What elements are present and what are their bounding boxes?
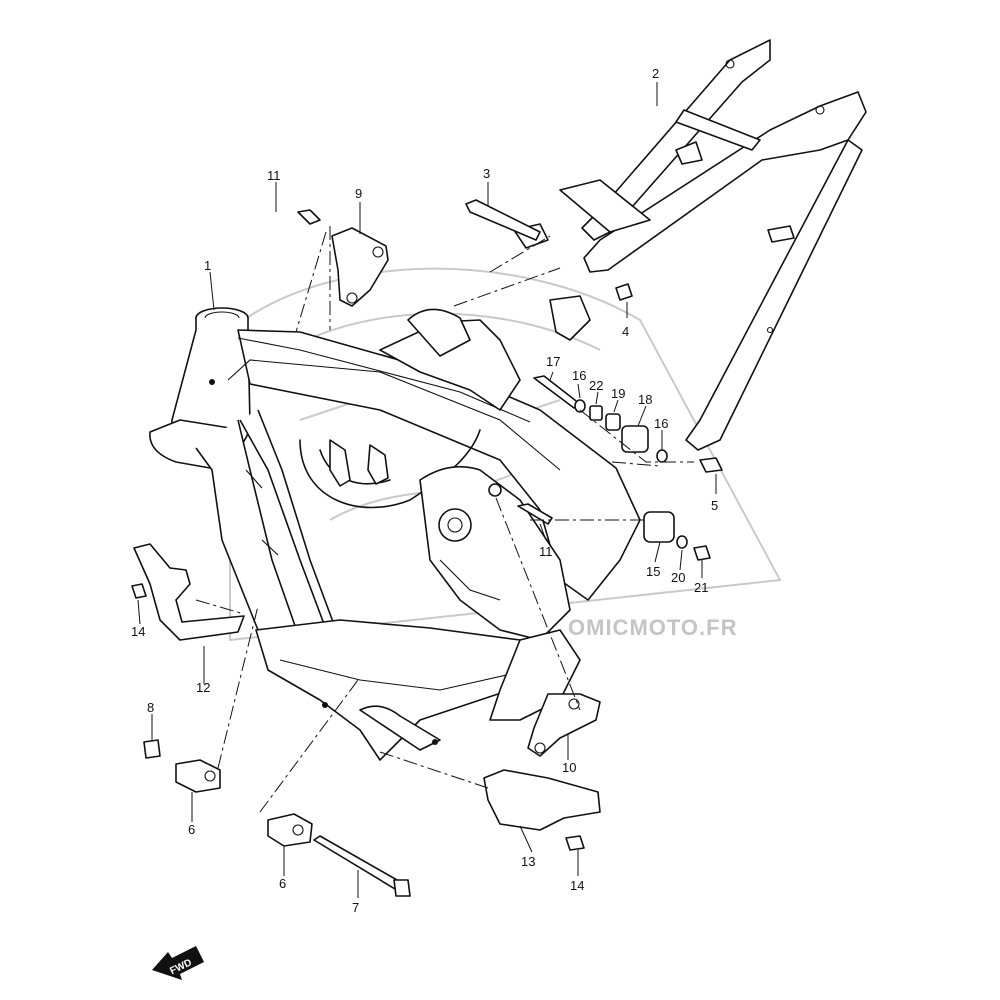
arrow-left-icon — [152, 946, 204, 980]
callout-p22: 22 — [589, 378, 603, 393]
callout-p12: 12 — [196, 680, 210, 695]
fwd-badge: FWD — [152, 946, 204, 980]
callout-p4: 4 — [622, 324, 629, 339]
callout-p14a: 14 — [131, 624, 145, 639]
callout-p16a: 16 — [572, 368, 586, 383]
callout-p16b: 16 — [654, 416, 668, 431]
callout-p19: 19 — [611, 386, 625, 401]
callout-p10: 10 — [562, 760, 576, 775]
callout-p18: 18 — [638, 392, 652, 407]
callout-p11b: 11 — [539, 544, 553, 559]
main-frame — [149, 307, 641, 761]
callout-p17: 17 — [546, 354, 560, 369]
callout-p7: 7 — [352, 900, 359, 915]
callout-p1: 1 — [204, 258, 211, 273]
callout-p15: 15 — [646, 564, 660, 579]
assembly-lines — [195, 226, 694, 813]
rear-subframe — [513, 39, 867, 451]
callout-p5: 5 — [711, 498, 718, 513]
leader-lines — [137, 82, 717, 898]
callout-p3: 3 — [483, 166, 490, 181]
callout-labels: 1 2 3 4 5 6 6 7 8 9 10 11 11 12 13 14 14… — [131, 66, 718, 915]
callout-p9: 9 — [355, 186, 362, 201]
watermark-text: OMICMOTO.FR — [568, 615, 737, 640]
callout-p2: 2 — [652, 66, 659, 81]
callout-p6a: 6 — [188, 822, 195, 837]
callout-p14b: 14 — [570, 878, 584, 893]
callout-p6b: 6 — [279, 876, 286, 891]
callout-p11a: 11 — [267, 168, 281, 183]
callout-p21: 21 — [694, 580, 708, 595]
fasteners — [131, 199, 723, 897]
callout-p13: 13 — [521, 854, 535, 869]
callout-p20: 20 — [671, 570, 685, 585]
callout-p8: 8 — [147, 700, 154, 715]
